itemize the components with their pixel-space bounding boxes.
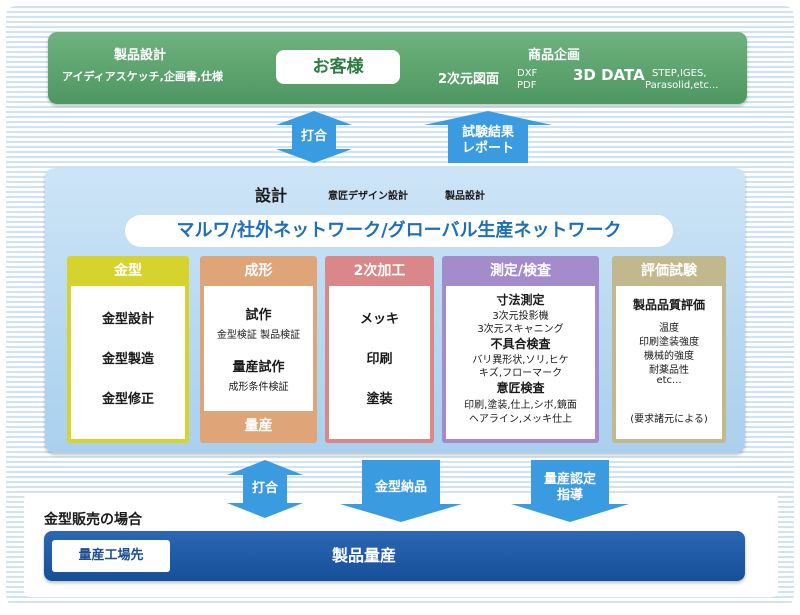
secondary-column: 2次加工 メッキ 印刷 塗装 (325, 256, 434, 443)
mold-body: 金型設計 金型製造 金型修正 (71, 286, 185, 439)
mold-sales-label: 金型販売の場合 (44, 512, 142, 528)
meeting-double-arrow-lower: 打合 (227, 460, 303, 518)
dimension-item: 3次元投影機 (492, 311, 549, 322)
mass-trial-label: 量産試作 (232, 360, 285, 375)
mass-approval-label: 量産認定 (543, 472, 596, 487)
molding-column: 成形 試作 金型検証 製品検証 量産試作 成形条件検証 量産 (200, 256, 317, 443)
drawing-label: 2次元図面 (438, 72, 500, 87)
mold-item: 金型設計 (101, 312, 154, 327)
mass-approval-label: 指導 (556, 488, 583, 503)
mass-trial-sub: 成形条件検証 (228, 382, 289, 393)
secondary-item: 塗装 (366, 392, 393, 407)
mold-sales-area: 金型販売の場合 量産工場先 製品量産 (24, 493, 778, 597)
evaluation-header: 評価試験 (641, 263, 697, 279)
design-subtitle: 意匠デザイン設計 (328, 191, 408, 202)
drawing-format: DXF (517, 68, 538, 79)
meeting-label: 打合 (300, 129, 327, 144)
design-panel: 設計 意匠デザイン設計 製品設計 マルワ/社外ネットワーク/グローバル生産ネット… (45, 168, 745, 453)
design-inspection-item: ヘアライン,メッキ仕上 (468, 414, 573, 425)
evaluation-column: 評価試験 製品品質評価 温度 印刷塗装強度 機械的強度 耐薬品性 etc... … (612, 256, 726, 443)
design-subtitle: 製品設計 (445, 191, 485, 202)
design-inspection-item: 印刷,塗装,仕上,シボ,鏡面 (464, 400, 577, 411)
design-inspection-label: 意匠検査 (496, 381, 545, 395)
measurement-column: 測定/検査 寸法測定 3次元投影機 3次元スキャニング 不具合検査 バリ異形状,… (442, 256, 599, 443)
test-report-label: レポート (461, 141, 514, 156)
mold-item: 金型修正 (101, 392, 154, 407)
secondary-header: 2次加工 (353, 263, 406, 279)
data-label: 3D DATA (573, 66, 645, 84)
data-format: Parasolid,etc... (645, 80, 719, 91)
secondary-item: メッキ (359, 312, 399, 327)
evaluation-item: etc... (656, 375, 682, 386)
customer-label: お客様 (276, 50, 400, 84)
mass-approval-down-arrow: 量産認定 指導 (511, 460, 629, 522)
mold-header: 金型 (114, 263, 142, 279)
measurement-body: 寸法測定 3次元投影機 3次元スキャニング 不具合検査 バリ異形状,ソリ,ヒケ … (446, 286, 595, 439)
defect-item: キズ,フローマーク (478, 368, 563, 379)
evaluation-item: 耐薬品性 (649, 365, 689, 376)
evaluation-item: 機械的強度 (644, 351, 694, 362)
network-banner: マルワ/社外ネットワーク/グローバル生産ネットワーク (125, 215, 673, 247)
product-design-detail: アイディアスケッチ,企画書,仕様 (62, 70, 224, 83)
evaluation-item: 温度 (659, 323, 679, 334)
up-arrow-icon (424, 111, 552, 163)
measurement-header: 測定/検査 (489, 263, 552, 279)
design-title: 設計 (255, 186, 288, 205)
down-arrow-icon (511, 460, 629, 522)
defect-item: バリ異形状,ソリ,ヒケ (472, 355, 569, 366)
trial-label: 試作 (245, 308, 272, 323)
evaluation-item: 印刷塗装強度 (639, 337, 699, 348)
production-bar: 量産工場先 製品量産 (44, 531, 745, 581)
double-arrow-icon (227, 460, 303, 518)
factory-label: 量産工場先 (52, 540, 170, 572)
evaluation-body: 製品品質評価 温度 印刷塗装強度 機械的強度 耐薬品性 etc... (要求諸元… (616, 286, 722, 439)
trial-sub: 金型検証 製品検証 (216, 330, 301, 341)
customer-bar: 製品設計 アイディアスケッチ,企画書,仕様 お客様 商品企画 2次元図面 DXF… (48, 32, 747, 104)
secondary-body: メッキ 印刷 塗装 (329, 286, 430, 439)
production-label: 製品量産 (332, 546, 397, 565)
drawing-format: PDF (517, 80, 537, 91)
mold-item: 金型製造 (101, 352, 154, 367)
dimension-label: 寸法測定 (496, 293, 545, 307)
test-report-up-arrow: 試験結果 レポート (424, 111, 552, 163)
mold-column: 金型 金型設計 金型製造 金型修正 (67, 256, 189, 443)
evaluation-title: 製品品質評価 (632, 298, 705, 312)
double-arrow-icon (276, 111, 352, 163)
molding-body: 試作 金型検証 製品検証 量産試作 成形条件検証 (204, 286, 313, 411)
test-report-label: 試験結果 (461, 125, 514, 140)
secondary-item: 印刷 (366, 352, 393, 367)
mold-delivery-down-arrow: 金型納品 (340, 460, 462, 522)
data-format: STEP,IGES, (652, 68, 707, 79)
evaluation-note: (要求諸元による) (630, 414, 708, 425)
mold-delivery-label: 金型納品 (374, 480, 427, 495)
dimension-item: 3次元スキャニング (477, 324, 564, 335)
product-design-title: 製品設計 (114, 48, 167, 63)
meeting-double-arrow-upper: 打合 (276, 111, 352, 163)
mass-production-footer: 量産 (244, 418, 273, 434)
defect-label: 不具合検査 (490, 337, 551, 351)
product-planning-title: 商品企画 (528, 48, 581, 63)
meeting-label: 打合 (251, 481, 278, 496)
molding-header: 成形 (244, 263, 273, 279)
down-arrow-icon (340, 460, 462, 522)
